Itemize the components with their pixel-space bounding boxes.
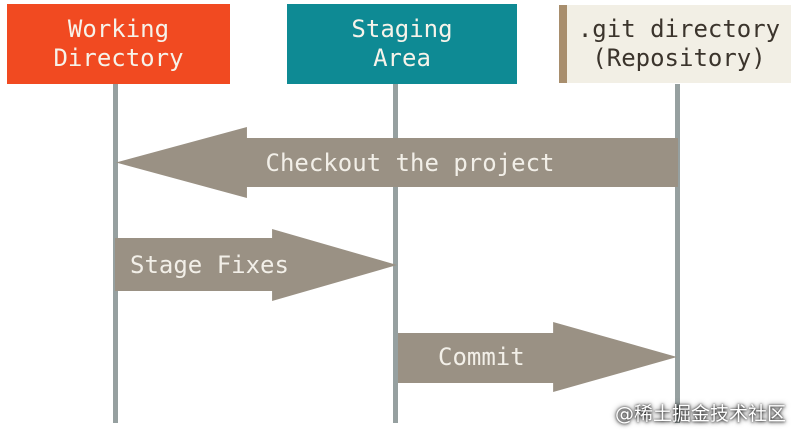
git-directory-label-line2: (Repository)	[592, 44, 766, 72]
git-directory-label-line1: .git directory	[577, 15, 781, 43]
juejin-watermark: @稀土掘金技术社区	[614, 403, 786, 425]
stage-fixes-arrow-right: Stage Fixes	[115, 229, 397, 301]
staging-area-box: Staging Area	[287, 4, 517, 84]
git-directory-box: .git directory (Repository)	[559, 5, 791, 83]
staging-area-label-line1: Staging	[351, 15, 453, 43]
staging-area-label-line2: Area	[373, 44, 431, 72]
commit-arrow-right: Commit	[398, 322, 677, 392]
checkout-arrow-label: Checkout the project	[265, 148, 555, 177]
commit-arrow-label: Commit	[438, 343, 525, 371]
working-directory-label-line2: Directory	[53, 44, 184, 72]
git-directory-lifeline	[675, 84, 680, 423]
working-directory-box: Working Directory	[7, 4, 230, 84]
working-directory-label-line1: Working	[67, 15, 170, 43]
staging-area-lifeline	[393, 84, 398, 423]
stage-fixes-arrow-label: Stage Fixes	[130, 251, 289, 279]
checkout-arrow-left: Checkout the project	[116, 127, 678, 198]
